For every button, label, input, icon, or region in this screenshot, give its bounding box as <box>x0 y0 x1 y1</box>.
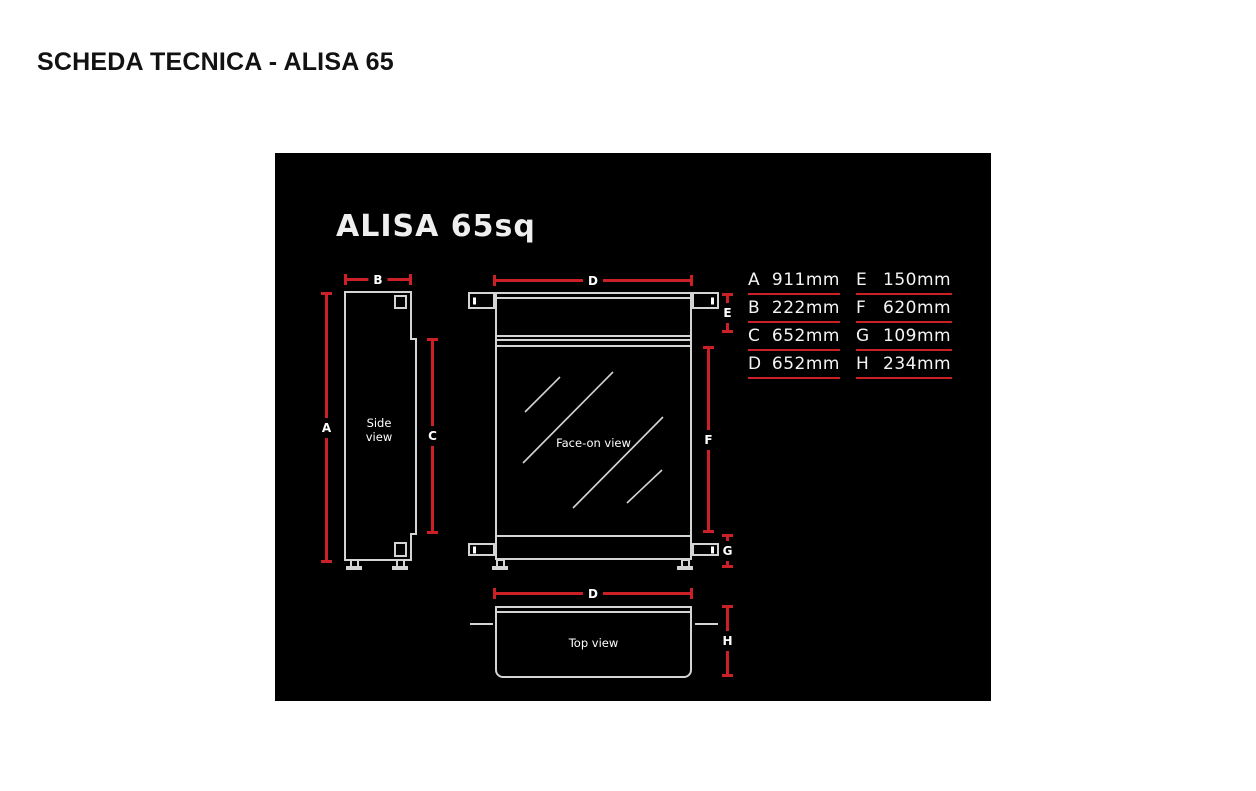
dim-line-f: F <box>703 346 714 533</box>
dim-value: 620mm <box>883 298 952 318</box>
dim-line-d: D <box>493 273 693 288</box>
table-row: H 234mm <box>856 351 952 379</box>
dim-label-f: F <box>703 429 714 450</box>
side-view-foot-right <box>392 559 408 570</box>
top-view-label: Top view <box>568 636 619 650</box>
table-row: F 620mm <box>856 295 952 323</box>
dim-line-g: G <box>721 534 734 568</box>
side-view-right-step <box>410 338 417 535</box>
side-view-label: Side view <box>365 416 393 444</box>
dim-label-g: G <box>721 541 734 561</box>
dim-label-h: H <box>721 631 734 651</box>
dim-line-d-top-view: D <box>493 586 693 601</box>
face-view-base-line <box>497 535 690 537</box>
face-view-foot-left <box>492 559 508 570</box>
dim-line-c: C <box>427 338 438 534</box>
face-view-band-line-2 <box>497 339 690 341</box>
foot-stem <box>395 559 405 566</box>
dim-label-a: A <box>320 417 333 438</box>
face-view-foot-right <box>677 559 693 570</box>
dim-label-b: B <box>368 272 388 287</box>
table-row: A 911mm <box>748 267 840 295</box>
dim-value: 652mm <box>771 354 840 374</box>
face-view-bracket-top-right <box>692 292 719 309</box>
foot-stem <box>495 559 505 566</box>
dim-key: A <box>748 270 761 290</box>
side-view-bottom-fixture <box>394 542 407 557</box>
face-view-top-trim-line <box>497 297 690 299</box>
dimension-table-column-2: E 150mm F 620mm G 109mm H 234mm <box>856 267 952 379</box>
face-view-bracket-bottom-left <box>468 543 495 556</box>
side-view-top-fixture <box>394 295 407 309</box>
dim-line-e: E <box>722 293 733 333</box>
dim-line-h: H <box>721 605 734 677</box>
dim-value: 911mm <box>771 270 840 290</box>
side-view-foot-left <box>346 559 362 570</box>
dim-value: 652mm <box>771 326 840 346</box>
top-view-right-extension-line <box>695 623 718 625</box>
face-view-label: Face-on view <box>556 436 631 450</box>
dim-value: 234mm <box>883 354 952 374</box>
dim-value: 109mm <box>883 326 952 346</box>
dim-key: C <box>748 326 761 346</box>
table-row: E 150mm <box>856 267 952 295</box>
dim-value: 150mm <box>883 270 952 290</box>
dimension-table-column-1: A 911mm B 222mm C 652mm D 652mm <box>748 267 840 379</box>
table-row: C 652mm <box>748 323 840 351</box>
dim-key: G <box>856 326 870 346</box>
table-row: D 652mm <box>748 351 840 379</box>
side-view-outline <box>344 291 412 561</box>
foot-pad <box>392 566 408 570</box>
foot-stem <box>349 559 359 566</box>
dim-label-c: C <box>427 426 438 446</box>
table-row: G 109mm <box>856 323 952 351</box>
dim-key: F <box>856 298 867 318</box>
drawing-title: ALISA 65sq <box>336 209 536 244</box>
dim-value: 222mm <box>771 298 840 318</box>
technical-drawing-panel: ALISA 65sq Side view B A C Face-on view <box>275 153 991 701</box>
dim-key: B <box>748 298 761 318</box>
page-title: SCHEDA TECNICA - ALISA 65 <box>37 48 394 76</box>
top-view-front-trim-line <box>497 611 690 613</box>
dim-label-e: E <box>722 303 733 323</box>
top-view-left-extension-line <box>470 623 493 625</box>
face-view-band-line-1 <box>497 335 690 337</box>
dim-label-d: D <box>583 273 603 288</box>
glass-reflection-lines <box>522 371 664 509</box>
dim-line-a: A <box>320 292 333 563</box>
face-view-glass-top-line <box>497 345 690 347</box>
foot-pad <box>346 566 362 570</box>
dim-key: E <box>856 270 868 290</box>
foot-stem <box>680 559 690 566</box>
top-view-outline <box>495 606 692 678</box>
foot-pad <box>677 566 693 570</box>
face-view-bracket-top-left <box>468 292 495 309</box>
dim-line-b: B <box>344 272 412 287</box>
foot-pad <box>492 566 508 570</box>
dim-label-d-top-view: D <box>583 586 603 601</box>
dim-key: H <box>856 354 870 374</box>
face-view-bracket-bottom-right <box>692 543 719 556</box>
table-row: B 222mm <box>748 295 840 323</box>
dim-key: D <box>748 354 762 374</box>
